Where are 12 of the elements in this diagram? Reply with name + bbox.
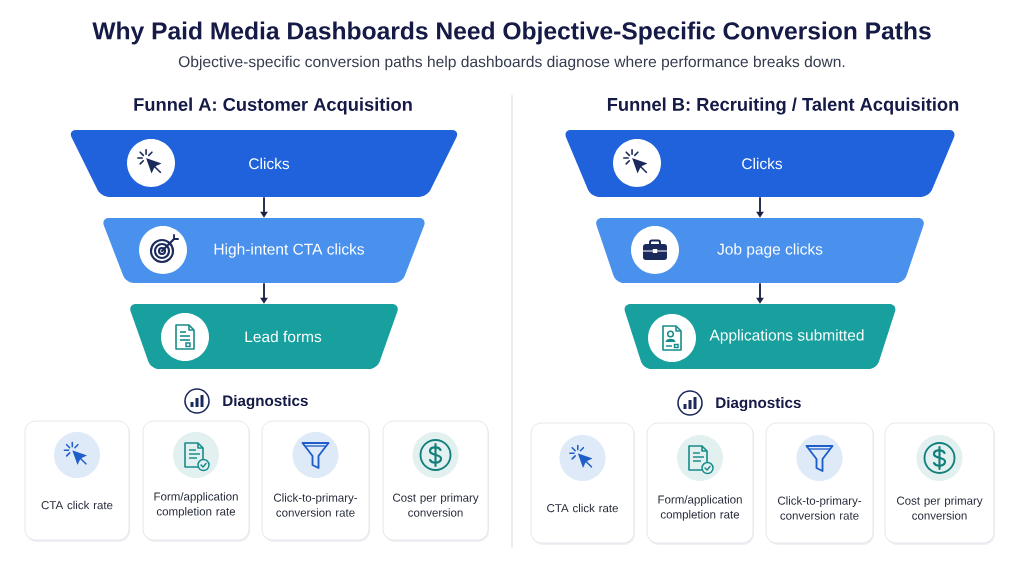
arrow	[756, 282, 764, 304]
funnel-stage: Clicks	[565, 130, 955, 197]
funnel-stage: High-intent CTA clicks	[103, 218, 425, 283]
subtitle: Objective-specific conversion paths help dashboards diagnose where performance breaks down.	[178, 55, 845, 71]
section-heading: Diagnostics	[716, 396, 801, 412]
title: Why Paid Media Dashboards Need Objective-Specific Conversion Paths	[92, 21, 931, 45]
arrow	[260, 282, 268, 304]
section-heading: Diagnostics	[223, 394, 308, 410]
arrow	[756, 196, 764, 218]
arrow	[260, 196, 268, 218]
funnel-stage: Job page clicks	[596, 218, 924, 283]
funnel-stage: Clicks	[70, 130, 458, 197]
